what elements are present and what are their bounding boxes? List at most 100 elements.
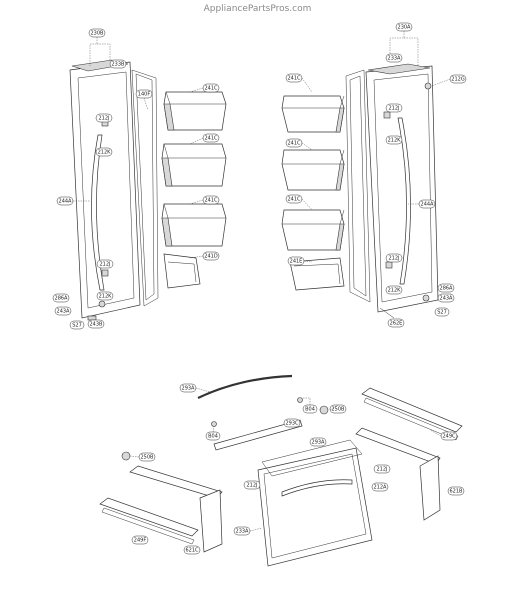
callout: 212A — [371, 482, 389, 492]
callout: 212J — [243, 480, 261, 490]
drawer-assembly: 293A B04 250B B04 293C 249C 293A 212J 21… — [99, 374, 465, 567]
right-door-handle — [397, 117, 411, 285]
part-number-label: 243A — [57, 309, 71, 315]
part-number-label: 621C — [185, 548, 199, 554]
part-number-label: S27 — [72, 323, 82, 329]
gear-part — [319, 405, 329, 415]
callout: 243B — [87, 319, 105, 329]
part-number-label: 250B — [332, 407, 346, 413]
callout: 244A — [56, 196, 74, 206]
door-bin-small — [163, 253, 201, 289]
callout: 262E — [387, 318, 405, 328]
callout: 244A — [418, 199, 436, 209]
hinge-part — [98, 300, 106, 308]
callout: 241D — [202, 251, 220, 261]
callout: 212G — [449, 74, 467, 84]
part-number-label: 241C — [287, 76, 301, 82]
callout: 233A — [233, 526, 251, 536]
hinge-part — [383, 111, 391, 119]
left-rail-lower — [99, 497, 199, 537]
part-number-label: 241C — [287, 141, 301, 147]
part-number-label: 212J — [99, 262, 110, 268]
part-number-label: 293A — [182, 386, 196, 392]
callout: 286A — [437, 283, 455, 293]
callout: 140F — [135, 89, 153, 99]
callout: 241C — [285, 138, 303, 148]
upper-bracket — [213, 419, 303, 451]
callout: 233B — [109, 59, 127, 69]
drawer-frame — [261, 439, 363, 477]
part-number-label: 241E — [290, 259, 303, 265]
callout: 212J — [385, 103, 403, 113]
callout: 293A — [309, 437, 327, 447]
hinge-part — [385, 261, 393, 269]
part-number-label: 241C — [204, 136, 218, 142]
hinge-part — [422, 294, 430, 302]
callout: 249C — [440, 431, 458, 441]
part-number-label: 212J — [388, 106, 399, 112]
part-number-label: 249C — [442, 434, 456, 440]
screw-part — [297, 397, 303, 403]
part-number-label: 243B — [90, 322, 104, 328]
part-number-label: S27 — [437, 310, 447, 316]
door-bin — [281, 149, 345, 191]
callout: 212K — [385, 285, 403, 295]
part-number-label: 212J — [388, 256, 399, 262]
callout: 621C — [183, 545, 201, 555]
part-number-label: 243A — [440, 296, 454, 302]
part-number-label: 244A — [59, 199, 73, 205]
part-number-label: 212J — [98, 116, 109, 122]
part-number-label: 140F — [138, 92, 151, 98]
part-number-label: 293A — [312, 440, 326, 446]
left-rail-bracket — [199, 489, 223, 553]
hinge-part — [87, 315, 97, 321]
part-number-label: 212K — [388, 138, 402, 144]
callout: 212K — [95, 147, 113, 157]
callout: 241C — [202, 133, 220, 143]
right-rail-lower — [355, 427, 441, 465]
callout: 212J — [385, 253, 403, 263]
door-bin — [161, 143, 227, 187]
right-door-top-cap — [367, 63, 431, 75]
part-number-label: 241D — [204, 254, 218, 260]
part-number-label: 241C — [204, 198, 218, 204]
drawer-top-trim — [197, 374, 293, 399]
hinge-part — [424, 82, 432, 90]
callout: S27 — [69, 320, 85, 330]
part-number-label: 212J — [246, 483, 257, 489]
left-door-handle — [91, 134, 105, 291]
callout: 212K — [96, 291, 114, 301]
part-number-label: 233A — [236, 529, 250, 535]
callout: 293A — [179, 383, 197, 393]
part-number-label: 233B — [112, 62, 126, 68]
callout: 243A — [54, 306, 72, 316]
part-number-label: 212K — [98, 150, 112, 156]
part-number-label: 621B — [450, 489, 464, 495]
part-number-label: 230A — [398, 25, 412, 31]
hinge-part — [101, 269, 109, 277]
part-number-label: 212K — [99, 294, 113, 300]
callout: B04 — [302, 404, 318, 414]
right-door-gasket — [345, 69, 371, 303]
part-number-label: 212A — [374, 485, 388, 491]
part-number-label: 212G — [451, 77, 465, 83]
drawer-handle — [281, 479, 353, 497]
door-bin — [281, 95, 345, 133]
part-number-label: 212J — [376, 467, 387, 473]
callout: 241C — [202, 195, 220, 205]
callout: 212J — [373, 464, 391, 474]
part-number-label: 244A — [421, 202, 435, 208]
door-bin — [161, 203, 227, 247]
right-rail-upper — [361, 387, 463, 433]
callout: 241C — [202, 83, 220, 93]
callout: 233A — [385, 53, 403, 63]
right-rail-bracket — [419, 455, 441, 521]
door-bin — [281, 209, 345, 251]
callout: 250B — [329, 404, 347, 414]
watermark: AppliancePartsPros.com — [203, 4, 312, 14]
callout: 249F — [131, 535, 149, 545]
callout: 230A — [395, 22, 413, 32]
part-number-label: 250B — [141, 455, 155, 461]
callout: 212J — [96, 259, 114, 269]
